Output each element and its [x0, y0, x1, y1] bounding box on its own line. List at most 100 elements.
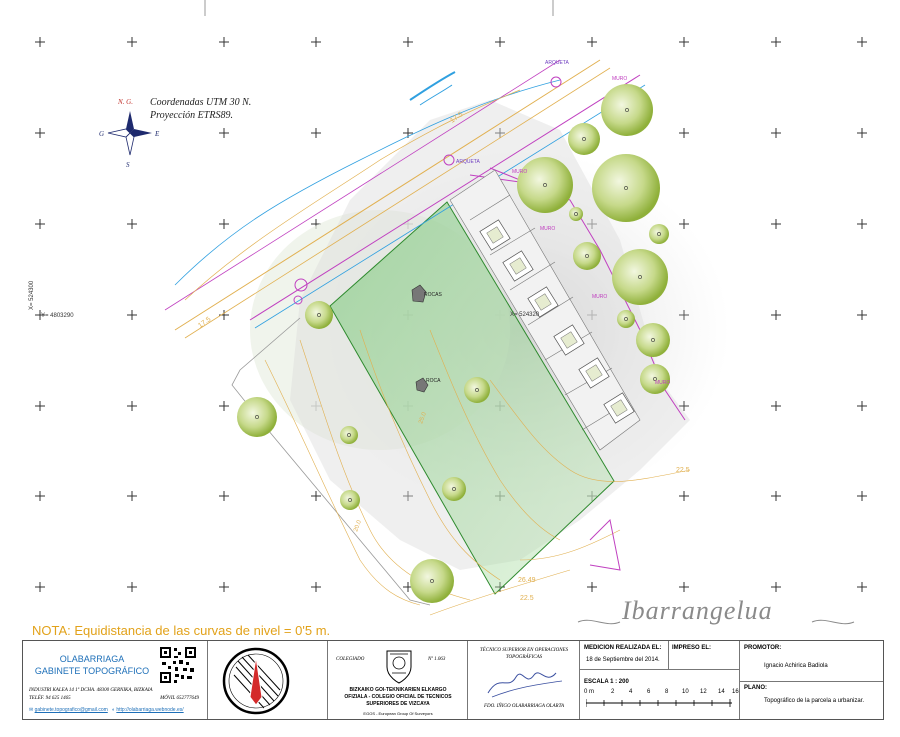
tree-icon	[573, 242, 601, 270]
promotor-cell: PROMOTOR: Ignacio Achirica Badiola PLANO…	[740, 641, 883, 719]
firm-email[interactable]: gabinete.topografico@gmail.com	[34, 707, 108, 713]
grid-cross	[403, 491, 413, 501]
impreso-label: IMPRESO EL:	[672, 645, 712, 651]
coord-system-line2: Proyección ETRS89.	[150, 110, 233, 121]
technician-name: FDO. IÑIGO OLABARRIAGA OLARTA	[483, 704, 565, 709]
college-line3: SUPERIORES DE VIZCAYA	[366, 701, 430, 707]
planter-pad-inner	[585, 364, 603, 382]
college-name: BIZKAIKO GOI-TEKNIKARIEN ELKARGO OFIZIAL…	[332, 687, 464, 708]
firm-address-block: INDUSTRI KALEA 14 1º DCHA. 48300 GERNIKA…	[29, 687, 207, 703]
tree-icon	[305, 301, 333, 329]
tree-icon	[612, 249, 668, 305]
college-line1: BIZKAIKO GOI-TEKNIKARIEN ELKARGO	[349, 687, 447, 693]
firm-name: OLABARRIAGA GABINETE TOPOGRÁFICO	[33, 653, 151, 677]
grid-cross	[679, 37, 689, 47]
scale-tick: 14	[718, 689, 725, 695]
tree-icon	[568, 123, 600, 155]
college-seal-icon	[386, 650, 412, 684]
rock	[411, 284, 427, 303]
college-line2: OFIZIALA - COLEGIO OFICIAL DE TECNICOS	[344, 694, 452, 700]
planter-pads	[479, 219, 635, 424]
scale-tick: 8	[665, 689, 669, 695]
scale-tick: 10	[682, 689, 689, 695]
contour-label: 26.49	[518, 577, 536, 584]
grid-cross	[219, 219, 229, 229]
contour-label: 22.5	[676, 467, 690, 474]
tree-icon	[592, 154, 660, 222]
escala-label: ESCALA 1 : 200	[584, 679, 629, 685]
grid-cross	[219, 582, 229, 592]
scale-tick: 2	[611, 689, 615, 695]
scale-bar	[586, 699, 732, 707]
grid-cross	[771, 582, 781, 592]
tree-icon	[237, 397, 277, 437]
compass-west-label: G	[99, 130, 104, 138]
grid-cross	[857, 37, 867, 47]
firm-mobile: MÓVIL 652777649	[160, 696, 199, 701]
scale-tick: 12	[700, 689, 707, 695]
firm-name-line2: GABINETE TOPOGRÁFICO	[34, 666, 150, 676]
compass-rose-icon	[107, 111, 152, 156]
tree-trunk-marker	[624, 186, 628, 190]
label-rocas: ROCAS	[424, 292, 442, 298]
tree-icon	[442, 477, 466, 501]
x-coordinate-label: X= 524300	[29, 280, 35, 310]
grid-cross	[219, 491, 229, 501]
tree-icon	[410, 559, 454, 603]
label-muro: MURO	[612, 76, 627, 82]
scale-tick: 16	[732, 689, 739, 695]
grid-cross	[771, 37, 781, 47]
tree-icon	[640, 364, 670, 394]
grid-cross	[219, 401, 229, 411]
grid-cross	[35, 310, 45, 320]
scale-tick: 0 m	[584, 689, 595, 695]
tree-trunk-marker	[475, 388, 479, 392]
tree-trunk-marker	[348, 498, 352, 502]
promotor-value: Ignacio Achirica Badiola	[764, 663, 828, 669]
grid-cross	[857, 128, 867, 138]
tree-trunk-marker	[638, 275, 642, 279]
grid-cross	[495, 128, 505, 138]
label-arqueta: ARQUETA	[545, 60, 569, 66]
y-coordinate-label: Y= 4803290	[41, 313, 74, 319]
firm-web[interactable]: http://olabarriaga.webnode.es/	[116, 707, 184, 713]
grid-cross	[771, 491, 781, 501]
grid-cross	[771, 219, 781, 229]
tree-trunk-marker	[585, 254, 589, 258]
grid-cross	[403, 37, 413, 47]
x-coordinate-label-2: X= 524320	[510, 312, 540, 318]
scale-tick: 6	[647, 689, 651, 695]
grid-cross	[35, 401, 45, 411]
grid-cross	[219, 128, 229, 138]
contour-interval-note: NOTA: Equidistancia de las curvas de niv…	[32, 623, 331, 638]
contour-label: 25.0	[418, 411, 428, 425]
tree-trunk-marker	[255, 415, 259, 419]
tree-icon	[601, 84, 653, 136]
compass-east-label: E	[154, 130, 160, 138]
tree-icon	[340, 426, 358, 444]
tree-trunk-marker	[582, 137, 586, 141]
medicion-box: MEDICION REALIZADA EL: 18 de Septiembre …	[580, 641, 669, 670]
grid-cross	[35, 491, 45, 501]
promotor-box: PROMOTOR: Ignacio Achirica Badiola	[740, 641, 883, 682]
compass-south-label: S	[126, 161, 130, 169]
plano-label: PLANO:	[744, 685, 767, 691]
coordinate-system-note: Coordenadas UTM 30 N. Proyección ETRS89.	[150, 96, 251, 122]
impreso-box: IMPRESO EL:	[668, 641, 740, 670]
firm-logo-icon	[222, 647, 290, 715]
grid-cross	[587, 37, 597, 47]
tree-icon	[517, 157, 573, 213]
firm-phones: TELÉF. 94 625 1465 MÓVIL 652777649	[29, 695, 207, 703]
tree-icon	[617, 310, 635, 328]
web-icon: ◐	[111, 707, 115, 713]
grid-cross	[857, 310, 867, 320]
tree-trunk-marker	[543, 183, 547, 187]
label-muro-2: MURO	[512, 169, 527, 175]
tree-trunk-marker	[574, 212, 578, 216]
planter-pad-inner	[509, 257, 527, 275]
grid-cross	[311, 582, 321, 592]
scale-tick: 4	[629, 689, 633, 695]
firm-address: INDUSTRI KALEA 14 1º DCHA. 48300 GERNIKA…	[29, 688, 153, 693]
grid-cross	[127, 37, 137, 47]
